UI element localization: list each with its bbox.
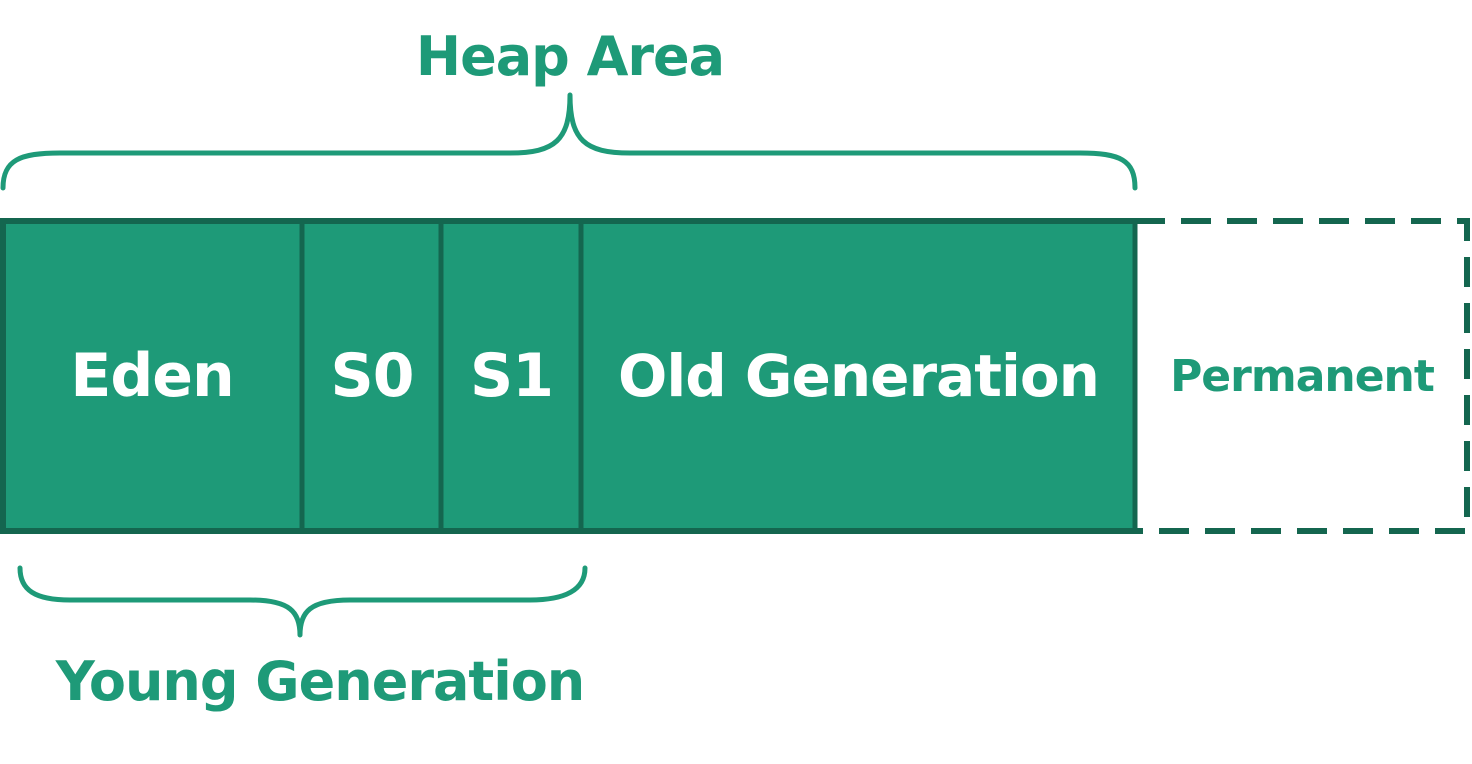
old-generation-segment: Old Generation — [583, 221, 1134, 531]
permanent-dashed-border — [1135, 218, 1470, 534]
heap-fill — [3, 221, 1134, 531]
s1-segment: S1 — [443, 221, 580, 531]
eden-segment: Eden — [3, 221, 301, 531]
heap-area-brace — [0, 92, 1138, 191]
s0-segment: S0 — [304, 221, 440, 531]
young-generation-brace — [17, 565, 588, 638]
heap-border — [0, 218, 1136, 534]
s1-label: S1 — [470, 341, 554, 411]
s0-label: S0 — [330, 341, 415, 411]
heap-area-label: Heap Area — [415, 25, 725, 88]
old-generation-label: Old Generation — [618, 342, 1100, 410]
young-generation-label: Young Generation — [55, 650, 586, 713]
eden-label: Eden — [70, 341, 234, 411]
permanent-label: Permanent — [1170, 350, 1435, 402]
permanent-segment: Permanent — [1137, 221, 1467, 531]
